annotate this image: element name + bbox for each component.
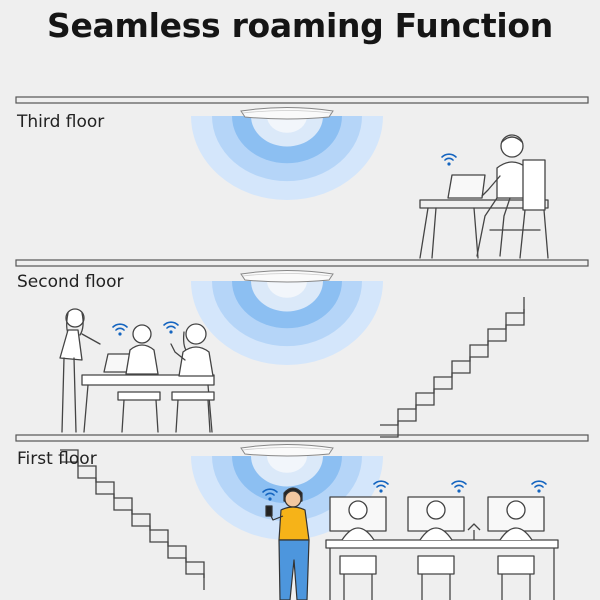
second-floor-meeting — [59, 308, 215, 433]
staircase-icon — [379, 296, 525, 438]
wifi-icon — [112, 323, 128, 337]
ceiling-access-point-icon — [240, 107, 334, 120]
first-floor-label: First floor — [17, 449, 97, 469]
ceiling-access-point-icon — [240, 270, 334, 283]
person-with-phone-icon — [265, 487, 310, 600]
first-floor-workstations — [325, 496, 559, 600]
wifi-icon — [531, 480, 547, 494]
third-floor-workstation — [419, 134, 549, 259]
ceiling-access-point-icon — [240, 444, 334, 457]
staircase-icon — [59, 449, 205, 591]
second-floor-label: Second floor — [17, 272, 124, 292]
wifi-icon — [451, 480, 467, 494]
signal-waves-second — [191, 281, 383, 365]
wifi-icon — [163, 321, 179, 335]
wifi-icon — [441, 153, 457, 167]
third-floor-label: Third floor — [17, 112, 105, 132]
page-title: Seamless roaming Function — [47, 6, 553, 45]
signal-waves-third — [191, 116, 383, 200]
floor-slabs — [15, 96, 589, 442]
